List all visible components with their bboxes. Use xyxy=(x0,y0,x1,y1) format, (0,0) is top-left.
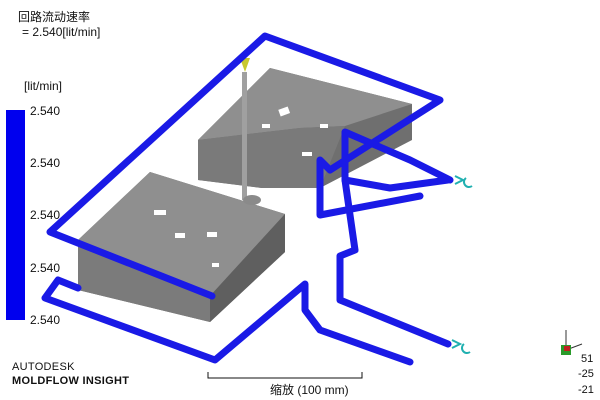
axis-label: -21 xyxy=(578,384,594,396)
legend-unit: [lit/min] xyxy=(24,79,63,93)
sprue-runner xyxy=(240,58,261,205)
legend-tick-label: 2.540 xyxy=(30,208,61,222)
result-value: = 2.540[lit/min] xyxy=(22,25,101,39)
legend-tick-label: 2.540 xyxy=(30,313,61,327)
moldflow-insight-logo-text: MOLDFLOW INSIGHT xyxy=(12,375,130,387)
autodesk-logo-text: AUTODESK xyxy=(12,361,75,373)
molded-part-back xyxy=(198,68,412,188)
orientation-triad[interactable] xyxy=(561,330,583,355)
scale-label: 缩放 (100 mm) xyxy=(270,383,349,397)
cooling-channel xyxy=(41,32,454,366)
inlet-marker xyxy=(451,175,473,354)
legend-tick-label: 2.540 xyxy=(30,156,61,170)
legend-tick-label: 2.540 xyxy=(30,261,61,275)
legend-color-bar xyxy=(6,110,25,320)
scale-bar xyxy=(207,372,363,379)
axis-label: -25 xyxy=(578,368,594,380)
result-title: 回路流动速率 xyxy=(18,10,91,24)
molded-part-front xyxy=(78,172,285,322)
legend-tick-label: 2.540 xyxy=(30,104,61,118)
axis-label: 51 xyxy=(581,353,594,365)
